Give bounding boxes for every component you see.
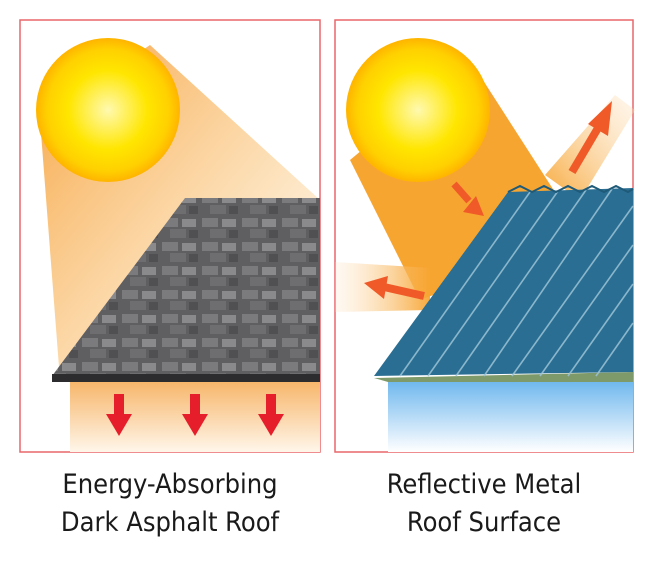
left-caption-line2: Dark Asphalt Roof bbox=[20, 504, 320, 542]
left-sun-icon bbox=[36, 38, 180, 182]
right-caption-line1: Reflective Metal bbox=[334, 466, 634, 504]
left-panel bbox=[20, 20, 320, 452]
left-caption: Energy-Absorbing Dark Asphalt Roof bbox=[20, 466, 320, 542]
right-panel bbox=[335, 20, 635, 452]
right-caption: Reflective Metal Roof Surface bbox=[334, 466, 634, 542]
right-sun-icon bbox=[346, 38, 490, 182]
left-caption-line1: Energy-Absorbing bbox=[20, 466, 320, 504]
right-caption-line2: Roof Surface bbox=[334, 504, 634, 542]
cool-below-glow bbox=[388, 380, 633, 452]
